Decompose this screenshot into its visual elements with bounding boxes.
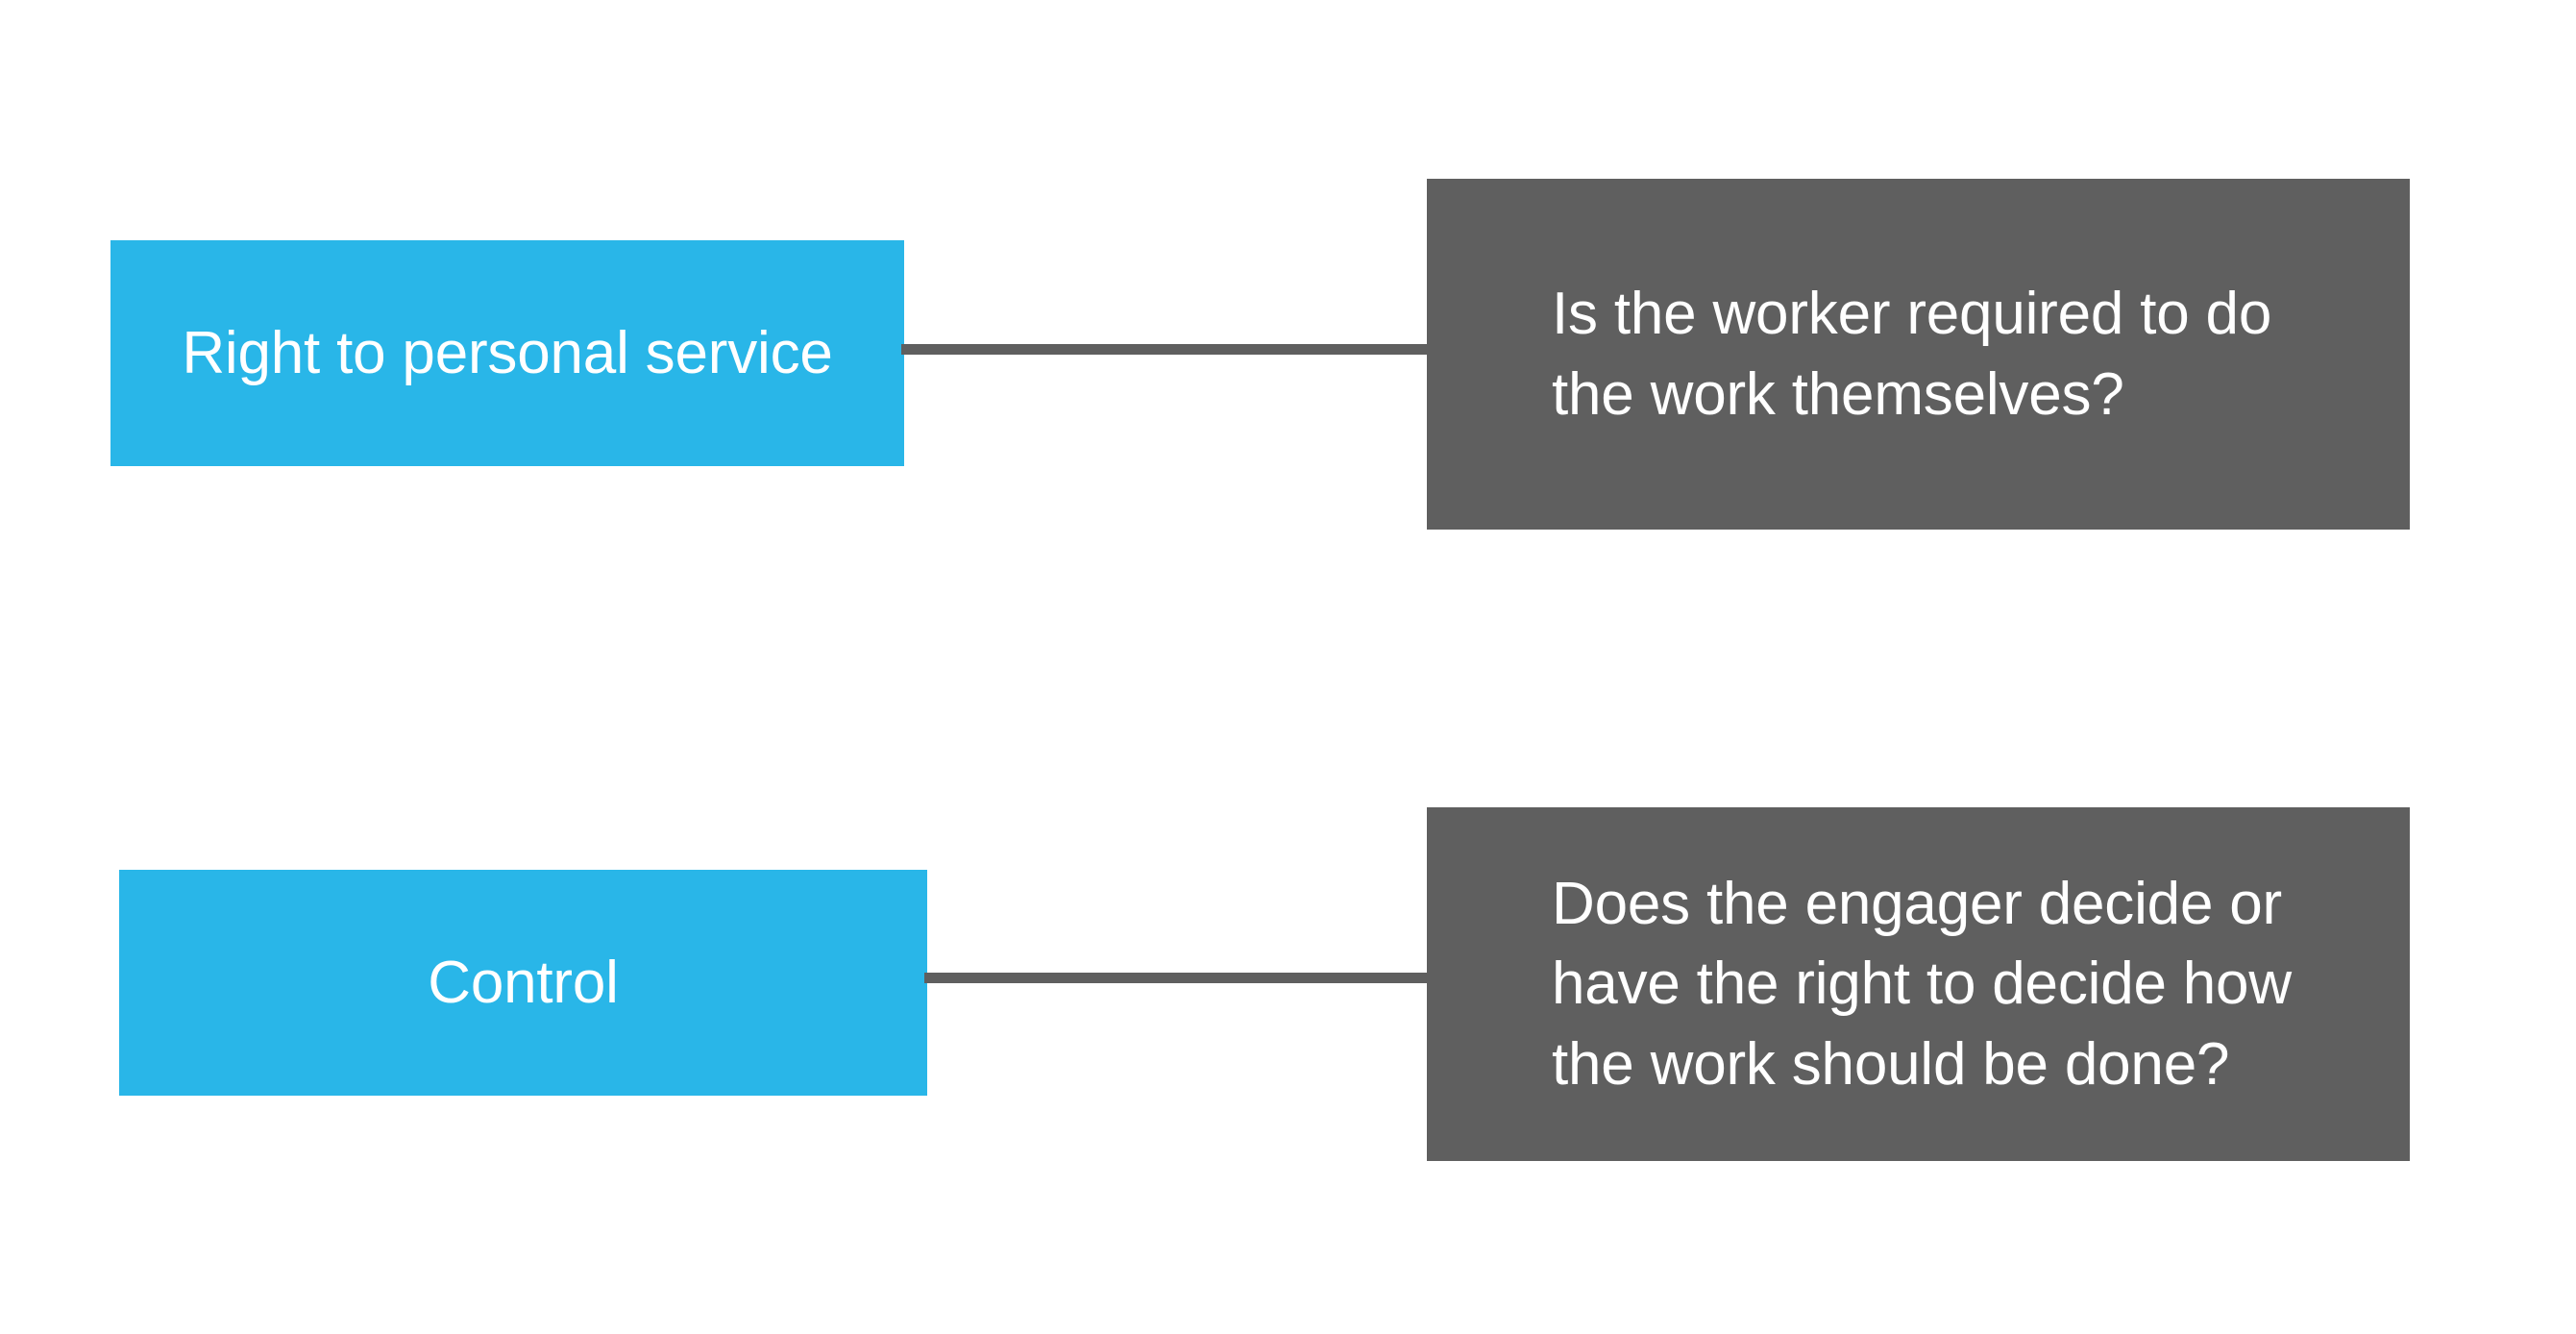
factor-card-right-to-personal-service[interactable]: Right to personal service <box>110 240 904 466</box>
question-text: Is the worker required to do the work th… <box>1552 281 2272 428</box>
connector-line-row-2 <box>924 973 1430 983</box>
question-text: Does the engager decide or have the righ… <box>1552 871 2292 1098</box>
connector-line-row-1 <box>901 344 1430 355</box>
question-panel-control[interactable]: Does the engager decide or have the righ… <box>1427 807 2410 1161</box>
factor-card-control[interactable]: Control <box>119 870 927 1096</box>
factor-label: Right to personal service <box>182 319 833 386</box>
factor-label: Control <box>428 949 619 1016</box>
question-panel-personal-service[interactable]: Is the worker required to do the work th… <box>1427 179 2410 530</box>
